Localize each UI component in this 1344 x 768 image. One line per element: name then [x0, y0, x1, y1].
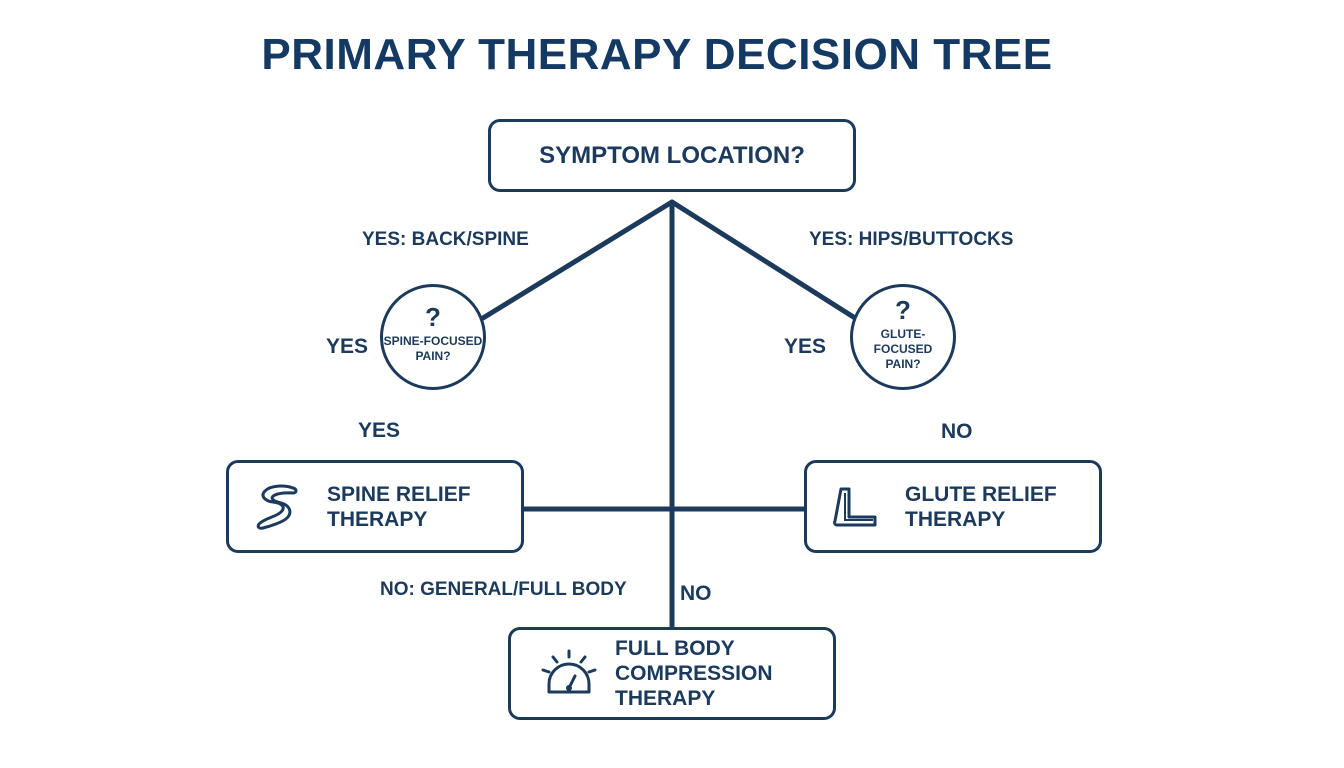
spine-icon [256, 484, 298, 530]
glute-relief-line2: THERAPY [905, 507, 1006, 531]
glute-focused-label: GLUTE-FOCUSED PAIN? [853, 327, 953, 372]
edge-label-yes-right: YES [784, 335, 827, 358]
edge-label-yes-left: YES [326, 335, 369, 358]
glute-focused-line1: GLUTE-FOCUSED [873, 326, 933, 356]
spine-focused-line1: SPINE-FOCUSED [383, 334, 483, 348]
full-body-line1: FULL BODY [615, 637, 735, 660]
edge-label-no-center: NO [680, 582, 712, 605]
spine-relief-label: SPINE RELIEF THERAPY [327, 482, 471, 532]
full-body-line2: COMPRESSION THERAPY [615, 662, 773, 710]
spine-focused-question-node: ? SPINE-FOCUSED PAIN? [380, 284, 486, 390]
seated-posture-icon [833, 487, 877, 526]
glute-focused-line2: PAIN? [885, 356, 921, 371]
spine-focused-label: SPINE-FOCUSED PAIN? [384, 334, 483, 364]
full-body-label: FULL BODY COMPRESSION THERAPY [615, 636, 833, 711]
edge-label-yes-lower: YES [358, 419, 401, 442]
diagram-title: PRIMARY THERAPY DECISION TREE [261, 30, 1053, 79]
glute-relief-line1: GLUTE RELIEF [905, 482, 1057, 506]
glute-focused-question-node: ? GLUTE-FOCUSED PAIN? [850, 284, 956, 390]
question-mark-icon: ? [425, 302, 441, 332]
spine-relief-line1: SPINE RELIEF [327, 482, 471, 506]
symptom-location-node: SYMPTOM LOCATION? [488, 119, 856, 192]
edge-root-to-glute-question [669, 199, 858, 321]
edge-root-to-spine-question [480, 199, 675, 321]
spine-focused-line2: PAIN? [415, 349, 451, 363]
edge-label-general-full-body: NO: GENERAL/FULL BODY [380, 579, 627, 600]
pressure-gauge-icon [541, 649, 597, 693]
question-mark-icon: ? [895, 294, 911, 325]
symptom-location-label: SYMPTOM LOCATION? [539, 142, 805, 169]
glute-relief-therapy-node: GLUTE RELIEF THERAPY [804, 460, 1102, 553]
full-body-compression-therapy-node: FULL BODY COMPRESSION THERAPY [508, 627, 836, 720]
edge-label-back-spine: YES: BACK/SPINE [362, 229, 529, 250]
spine-relief-line2: THERAPY [327, 507, 428, 531]
glute-relief-label: GLUTE RELIEF THERAPY [905, 482, 1057, 532]
edge-label-hips-buttocks: YES: HIPS/BUTTOCKS [809, 229, 1014, 250]
spine-relief-therapy-node: SPINE RELIEF THERAPY [226, 460, 524, 553]
edge-label-no-right: NO [941, 420, 973, 443]
